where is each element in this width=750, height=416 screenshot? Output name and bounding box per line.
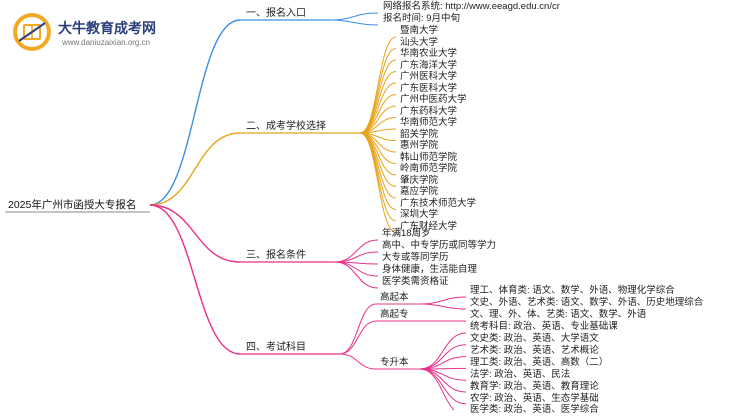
branch-3-leaf-link [334, 239, 379, 263]
school-item: 广东财经大学 [400, 221, 458, 232]
logo-title: 大牛教育成考网 [58, 20, 156, 36]
branch-2-leaf-link [359, 132, 397, 222]
branch-1-leaf-link [329, 19, 379, 26]
school-item: 韩山师范学院 [400, 152, 458, 163]
condition-item: 年满18周岁 [382, 228, 431, 239]
subject-item: 教育学: 政治、英语、教育理论 [470, 381, 599, 392]
root-topic: 2025年广州市函授大专报名 [8, 199, 137, 211]
school-item: 广东海洋大学 [400, 60, 458, 71]
group-link-gaoqiben [339, 303, 377, 355]
branch-2-leaf-link [359, 94, 397, 134]
school-item: 华南农业大学 [400, 48, 458, 59]
condition-item: 高中、中专学历或同等学力 [382, 240, 497, 251]
subject-leaf-link [419, 332, 467, 370]
subject-group-label: 专升本 [380, 357, 409, 368]
subject-item: 医学类: 政治、英语、医学综合 [470, 404, 599, 415]
condition-item: 医学类需资格证 [382, 276, 449, 287]
subject-group-label: 高起专 [380, 309, 409, 320]
group-link-gaoqizhuan [339, 320, 377, 355]
branch-3-link [149, 204, 241, 263]
branch-2-leaf-link [359, 132, 397, 210]
branch-2-leaf-link [359, 59, 397, 134]
school-item: 广州中医药大学 [400, 94, 467, 105]
school-item: 肇庆学院 [400, 175, 439, 186]
school-item: 暨南大学 [400, 25, 439, 36]
subject-leaf-link [419, 303, 467, 310]
subject-item: 农学: 政治、英语、生态学基础 [470, 393, 599, 404]
subject-item: 文史、外语、艺术类: 语文、数学、外语、历史地理综合 [470, 297, 704, 308]
subject-group-label: 高起本 [380, 292, 409, 303]
school-item: 嘉应学院 [400, 186, 439, 197]
subject-item: 艺术类: 政治、英语、艺术概论 [470, 345, 599, 356]
school-item: 广东药科大学 [400, 106, 458, 117]
school-item: 广州医科大学 [400, 71, 458, 82]
branch-2-link [149, 132, 241, 206]
condition-item: 身体健康，生活能自理 [382, 264, 478, 275]
school-item: 韶关学院 [400, 129, 439, 140]
branch-4-title: 四、考试科目 [246, 342, 306, 353]
branch-1-leaf-link [329, 12, 379, 21]
subject-leaf-link [419, 296, 467, 305]
school-item: 深圳大学 [400, 209, 439, 220]
subject-item: 文、理、外、体、艺类: 语文、数学、外语 [470, 309, 647, 320]
condition-item: 大专或等同学历 [382, 252, 449, 263]
subject-leaf-link [419, 368, 467, 393]
branch-1-item: 网络报名系统: http://www.eeagd.edu.cn/cr [383, 1, 560, 12]
subject-leaf-link [419, 368, 455, 410]
branch-3-leaf-link [334, 251, 379, 263]
branch-2-leaf-link [359, 132, 397, 176]
branch-1-link [149, 19, 241, 206]
school-item: 广东技术师范大学 [400, 198, 477, 209]
school-item: 岭南师范学院 [400, 163, 458, 174]
subject-item: 统考科目: 政治、英语、专业基础课 [470, 321, 618, 332]
subject-item: 理工类: 政治、英语、高数（二） [470, 357, 609, 368]
branch-3-title: 三、报名条件 [246, 250, 306, 261]
school-item: 汕头大学 [400, 37, 439, 48]
book-icon [13, 13, 51, 51]
branch-3-leaf-link [334, 261, 379, 289]
subject-item: 理工、体育类: 语文、数学、外语、物理化学综合 [470, 285, 675, 296]
branch-2-leaf-link [359, 132, 397, 233]
branch-1-item: 报名时间: 9月中旬 [383, 13, 461, 24]
site-logo: 大牛教育成考网 www.daniuzaixian.org.cn [12, 12, 162, 52]
school-item: 惠州学院 [400, 140, 439, 151]
group-link-zhuanshengben [339, 353, 377, 370]
branch-2-title: 二、成考学校选择 [246, 121, 326, 132]
subject-item: 文史类: 政治、英语、大学语文 [470, 333, 599, 344]
school-item: 华南师范大学 [400, 117, 458, 128]
logo-url: www.daniuzaixian.org.cn [62, 38, 151, 47]
branch-2-leaf-link [359, 71, 397, 134]
school-item: 广东医科大学 [400, 83, 458, 94]
subject-leaf-link [419, 356, 467, 370]
branch-1-title: 一、报名入口 [246, 8, 306, 19]
subject-item: 法学: 政治、英语、民法 [470, 369, 571, 380]
branch-4-link [149, 204, 241, 355]
